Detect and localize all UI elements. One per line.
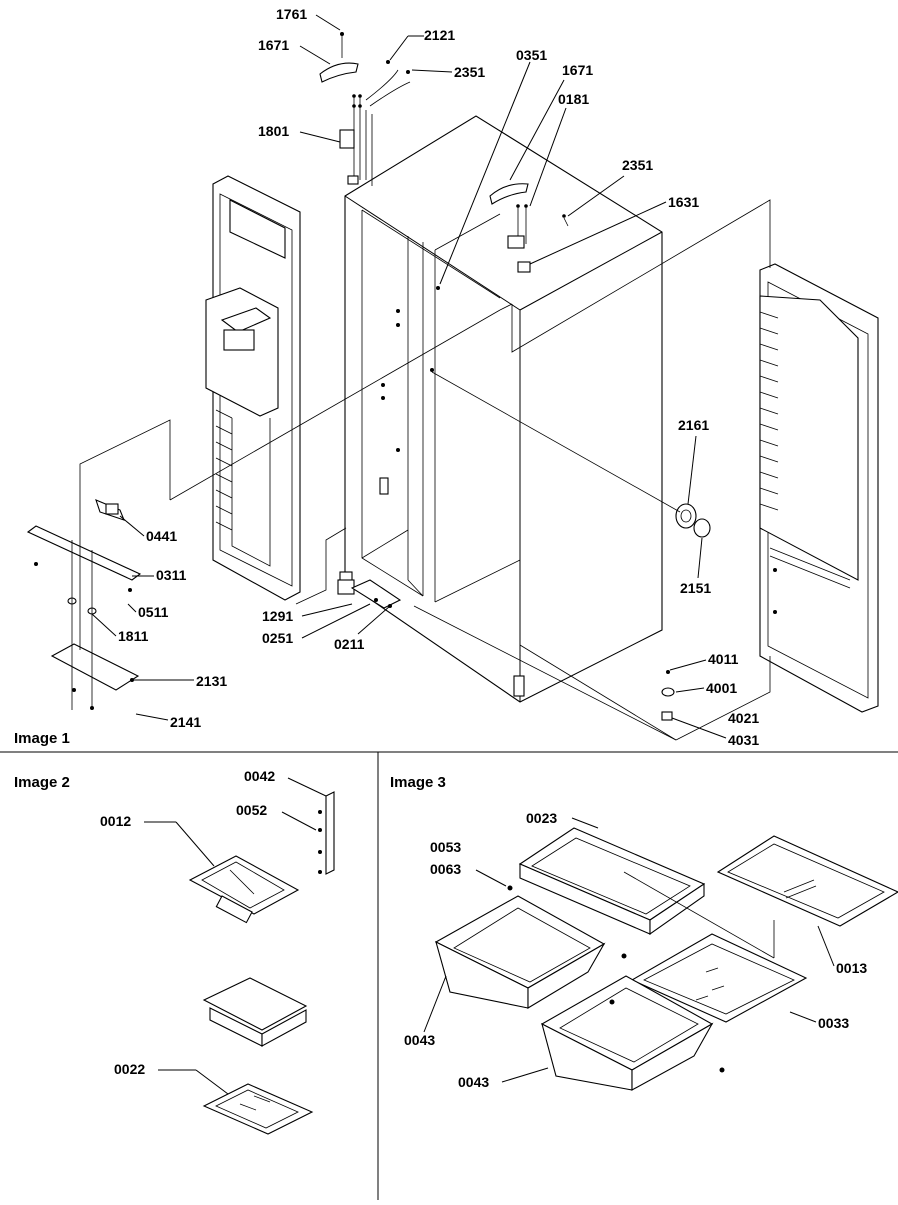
part-label: 4031 <box>728 732 759 748</box>
part-label: 2151 <box>680 580 711 596</box>
part-label: 1671 <box>258 37 289 53</box>
top-hinge-right <box>489 183 569 273</box>
part-label: 2141 <box>170 714 201 730</box>
part-label: 1291 <box>262 608 293 624</box>
part-label: 0043 <box>404 1032 435 1048</box>
bottom-hinge-right <box>661 670 675 721</box>
part-label: 0023 <box>526 810 557 826</box>
part-label: 2351 <box>454 64 485 80</box>
crisper-assembly-image-3 <box>434 827 898 1091</box>
part-label: 0063 <box>430 861 461 877</box>
fresh-food-door <box>759 263 879 713</box>
part-label: 0211 <box>334 636 365 652</box>
section-title-image-3: Image 3 <box>390 774 446 791</box>
freezer-shelves-image-2 <box>188 791 335 1135</box>
water-line-fitting <box>95 499 125 521</box>
assembly-lines <box>79 199 771 741</box>
part-label: 0441 <box>146 528 177 544</box>
lower-bracket-parts <box>337 579 402 609</box>
part-label: 1801 <box>258 123 289 139</box>
part-label: 0181 <box>558 91 589 107</box>
part-label: 4001 <box>706 680 737 696</box>
refrigerator-cabinet <box>339 115 663 703</box>
part-label: 0042 <box>244 768 275 784</box>
dispenser-outlet <box>675 503 711 538</box>
part-label: 0251 <box>262 630 293 646</box>
section-title-image-1: Image 1 <box>14 730 70 747</box>
part-label: 4021 <box>728 710 759 726</box>
callouts-image-1: 1761 1671 2121 2351 0351 1671 0181 1801 … <box>91 6 759 748</box>
part-label: 0351 <box>516 47 547 63</box>
part-label: 1631 <box>668 194 699 210</box>
part-label: 0053 <box>430 839 461 855</box>
callouts-image-3: 0023 0053 0063 0013 0043 0033 0043 <box>404 810 867 1090</box>
top-hinge-left <box>319 32 411 186</box>
part-label: 2351 <box>622 157 653 173</box>
section-title-image-2: Image 2 <box>14 774 70 791</box>
freezer-door <box>205 175 301 601</box>
part-label: 1761 <box>276 6 307 22</box>
callouts-image-2: 0042 0052 0012 0022 <box>100 768 327 1095</box>
part-label: 1811 <box>118 628 149 644</box>
part-label: 0311 <box>156 567 187 583</box>
part-label: 0052 <box>236 802 267 818</box>
part-label: 0012 <box>100 813 131 829</box>
part-label: 0511 <box>138 604 169 620</box>
part-label: 2161 <box>678 417 709 433</box>
bottom-hinge-assembly <box>26 525 142 710</box>
part-label: 0033 <box>818 1015 849 1031</box>
part-label: 2121 <box>424 27 455 43</box>
part-label: 1671 <box>562 62 593 78</box>
part-label: 0043 <box>458 1074 489 1090</box>
part-label: 4011 <box>708 651 739 667</box>
part-label: 0022 <box>114 1061 145 1077</box>
part-label: 2131 <box>196 673 227 689</box>
part-label: 0013 <box>836 960 867 976</box>
